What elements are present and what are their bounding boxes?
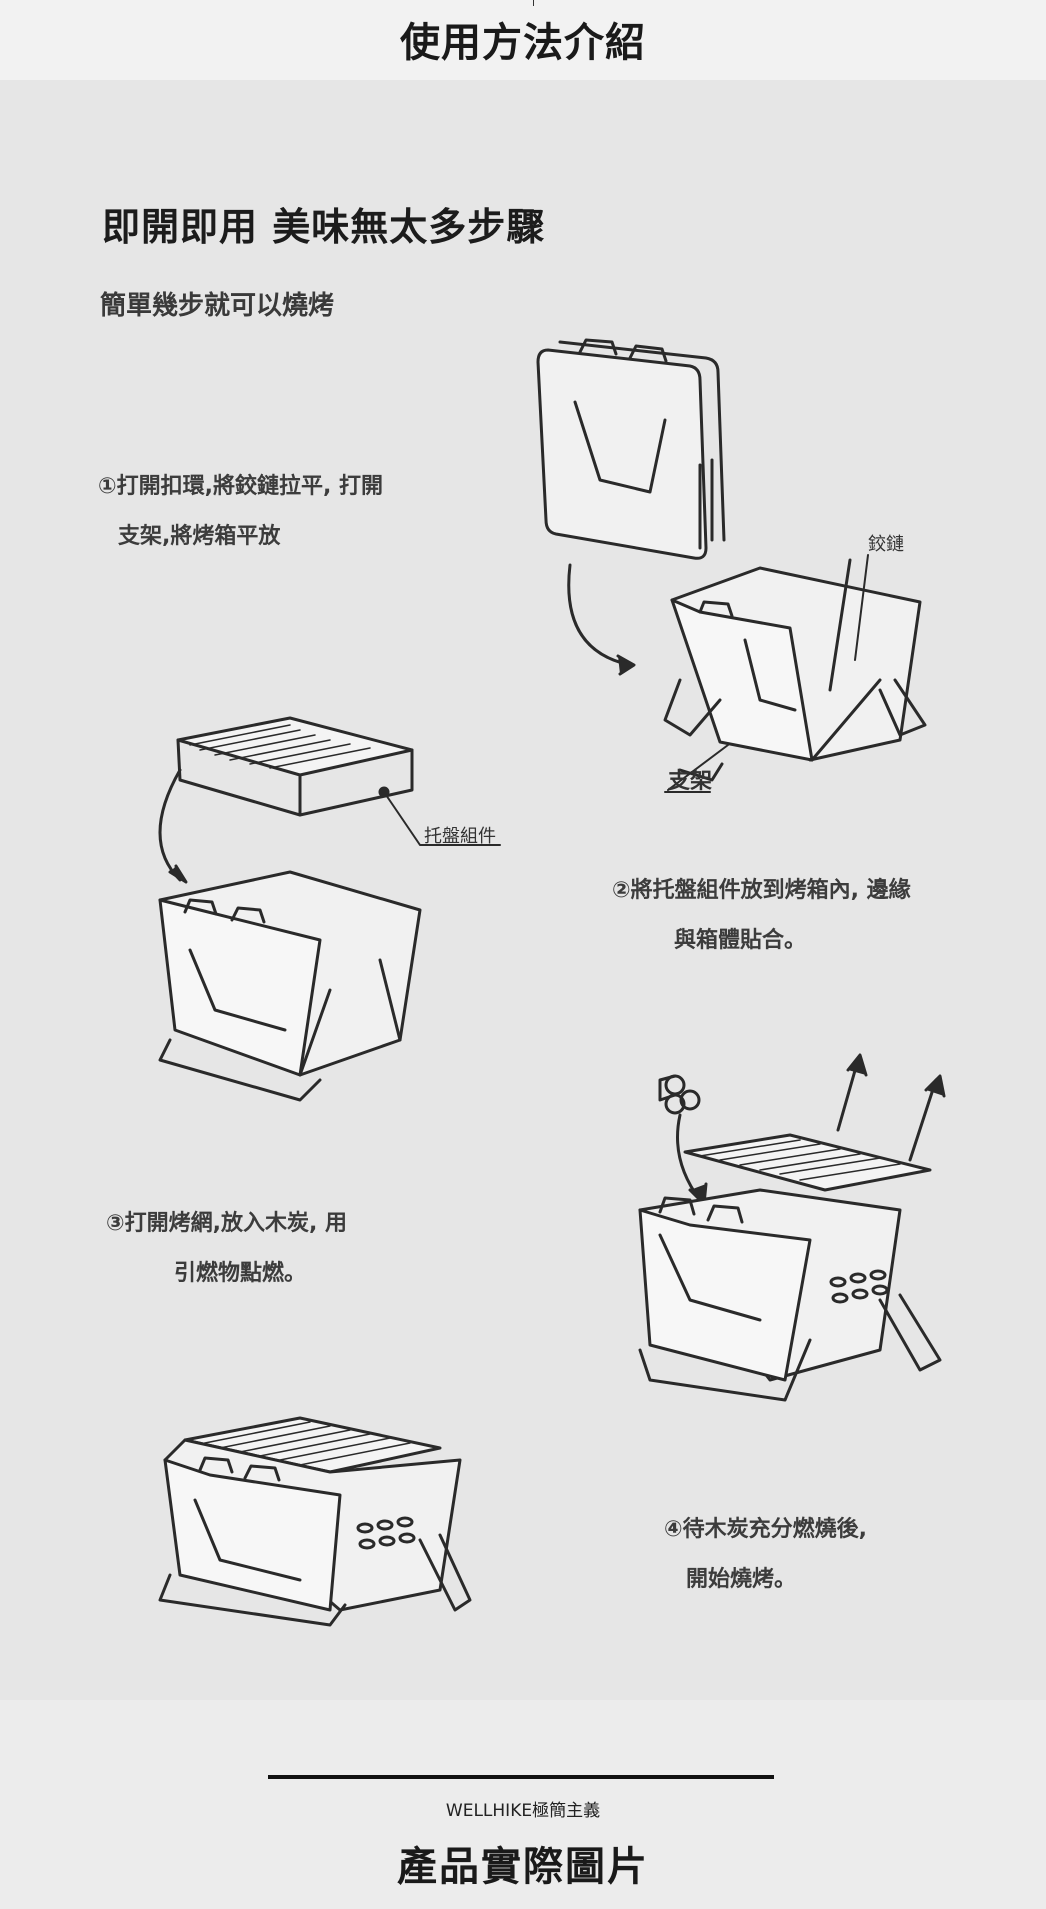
tray-assembly-illustration — [176, 716, 414, 817]
instruction-panel — [0, 80, 1046, 1700]
step-4: ④待木炭充分燃燒後, 開始燒烤。 — [664, 1505, 867, 1605]
step-1-line-1: ①打開扣環,將鉸鏈拉平, 打開 — [98, 474, 384, 499]
step-4-line-2: 開始燒烤。 — [686, 1567, 797, 1592]
step-2-line-1: ②將托盤組件放到烤箱內, 邊緣 — [612, 878, 911, 903]
tray-assembly-label: 托盤組件 — [424, 826, 496, 847]
footer-divider — [268, 1775, 774, 1779]
grill-with-tray-illustration — [158, 870, 422, 1102]
step-3-line-1: ③打開烤網,放入木炭, 用 — [106, 1211, 348, 1236]
footer-title: 產品實際圖片 — [397, 1844, 649, 1890]
opened-grill-illustration — [663, 558, 927, 782]
hinge-label: 鉸鏈 — [868, 534, 904, 555]
step-3-line-2: 引燃物點燃。 — [174, 1261, 307, 1286]
header-band — [0, 0, 1046, 80]
arrow-1 — [567, 563, 636, 676]
subhead: 簡單幾步就可以燒烤 — [100, 291, 335, 321]
headline: 即開即用 美味無太多步驟 — [102, 205, 546, 249]
step-1-line-2: 支架,將烤箱平放 — [118, 524, 281, 549]
step-2-line-2: 與箱體貼合。 — [674, 928, 807, 953]
step-2: ②將托盤組件放到烤箱內, 邊緣 與箱體貼合。 — [612, 866, 911, 966]
arrow-2 — [158, 768, 188, 884]
charcoal-illustration — [658, 1074, 708, 1206]
stand-leader-line — [667, 744, 729, 791]
step-4-line-1: ④待木炭充分燃燒後, — [664, 1517, 867, 1542]
closed-grill-case-illustration — [536, 338, 726, 560]
grill-rack-lifted-illustration — [638, 1133, 942, 1402]
stand-label: 支架 — [668, 769, 713, 794]
hinge-leader-line — [854, 554, 869, 661]
grill-ready-illustration — [158, 1416, 472, 1627]
step-3: ③打開烤網,放入木炭, 用 引燃物點燃。 — [106, 1199, 347, 1299]
tray-leader-line — [383, 791, 501, 846]
step-1: ①打開扣環,將鉸鏈拉平, 打開 支架,將烤箱平放 — [98, 462, 383, 562]
section-title: 使用方法介紹 — [400, 20, 646, 66]
top-divider-tick — [533, 0, 534, 6]
brand-name: WELLHIKE極簡主義 — [445, 1801, 601, 1821]
